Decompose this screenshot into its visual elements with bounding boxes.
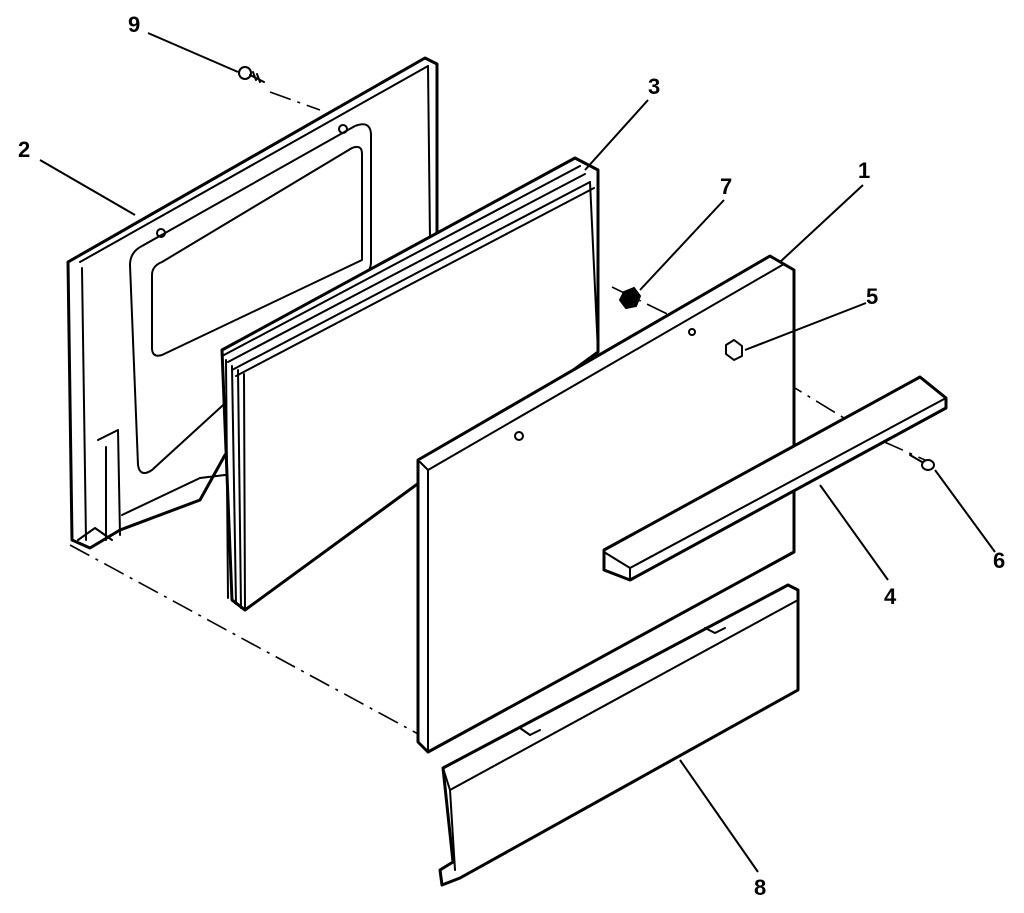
part-2-inner-door-liner: [66, 56, 439, 550]
part-5-spacer: [725, 339, 743, 361]
callout-5: 5: [866, 284, 878, 309]
callout-9: 9: [128, 12, 140, 37]
callout-8: 8: [754, 875, 766, 900]
callout-4: 4: [884, 584, 897, 609]
part-7-nut: [618, 286, 642, 310]
callout-labels: 1 2 3 4 5 6 7 8 9: [18, 12, 1005, 900]
part-3-insulation-pad: [220, 156, 600, 612]
part-9-screw: [238, 66, 265, 83]
part-1-outer-door-panel: [416, 254, 796, 754]
part-8-bottom-trim: [438, 583, 800, 887]
callout-1: 1: [858, 158, 870, 183]
leader-lines: [39, 32, 996, 873]
part-6-screw: [909, 454, 935, 471]
callout-7: 7: [720, 174, 732, 199]
callout-6: 6: [993, 548, 1005, 573]
callout-2: 2: [18, 137, 30, 162]
part-4-door-handle: [602, 375, 948, 582]
callout-3: 3: [648, 74, 660, 99]
